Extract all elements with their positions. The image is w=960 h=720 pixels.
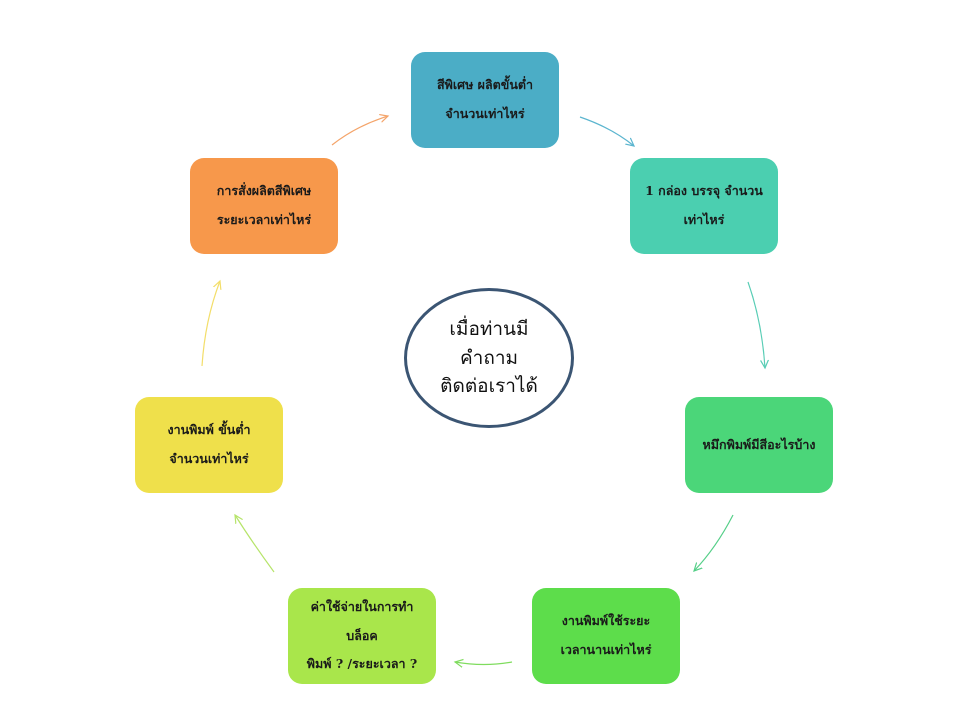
arrow-7-to-1 xyxy=(331,116,388,146)
node-label: หมึกพิมพ์มีสีอะไรบ้าง xyxy=(702,436,816,452)
arrow-1-to-2 xyxy=(579,116,634,146)
node-label: 1 กล่อง บรรจุ จำนวน เท่าไหร่ xyxy=(645,183,763,227)
arrow-3-to-4 xyxy=(694,514,734,571)
center-label: เมื่อท่านมี คำถาม ติดต่อเราได้ xyxy=(440,318,538,398)
node-print-duration: งานพิมพ์ใช้ระยะ เวลานานเท่าไหร่ xyxy=(532,588,680,684)
node-special-color-lead-time: การสั่งผลิตสีพิเศษ ระยะเวลาเท่าไหร่ xyxy=(190,158,338,254)
node-special-color-min-order: สีพิเศษ ผลิตขั้นต่ำ จำนวนเท่าไหร่ xyxy=(411,52,559,148)
center-contact-ellipse: เมื่อท่านมี คำถาม ติดต่อเราได้ xyxy=(404,288,574,428)
node-label: สีพิเศษ ผลิตขั้นต่ำ จำนวนเท่าไหร่ xyxy=(437,77,533,121)
node-label: งานพิมพ์ใช้ระยะ เวลานานเท่าไหร่ xyxy=(560,613,652,657)
arrow-6-to-7 xyxy=(201,281,220,367)
node-label: ค่าใช้จ่ายในการทำบล็อค พิมพ์ ? /ระยะเวลา… xyxy=(306,598,418,672)
node-label: งานพิมพ์ ขั้นต่ำ จำนวนเท่าไหร่ xyxy=(167,422,251,466)
arrow-5-to-6 xyxy=(235,515,275,573)
node-box-quantity: 1 กล่อง บรรจุ จำนวน เท่าไหร่ xyxy=(630,158,778,254)
node-print-min-quantity: งานพิมพ์ ขั้นต่ำ จำนวนเท่าไหร่ xyxy=(135,397,283,493)
node-ink-colors: หมึกพิมพ์มีสีอะไรบ้าง xyxy=(685,397,833,493)
arrow-2-to-3 xyxy=(747,281,765,368)
node-block-cost: ค่าใช้จ่ายในการทำบล็อค พิมพ์ ? /ระยะเวลา… xyxy=(288,588,436,684)
node-label: การสั่งผลิตสีพิเศษ ระยะเวลาเท่าไหร่ xyxy=(216,183,312,227)
arrow-4-to-5 xyxy=(455,662,513,665)
